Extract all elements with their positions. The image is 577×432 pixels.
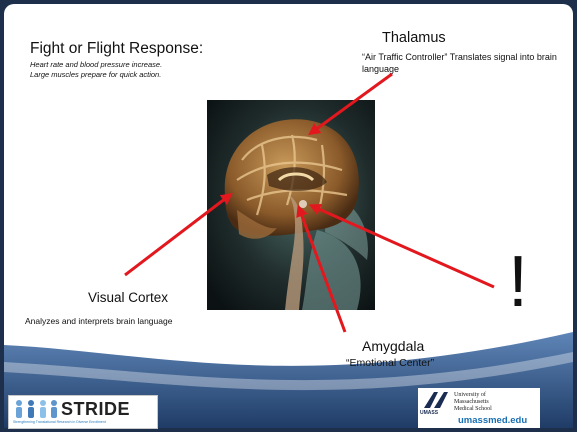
visual-cortex-label: Visual Cortex bbox=[88, 290, 168, 305]
stride-logo: STRIDE Strengthening Translational Resea… bbox=[8, 395, 158, 429]
stride-tagline: Strengthening Translational Research in … bbox=[13, 420, 106, 424]
thalamus-description: “Air Traffic Controller” Translates sign… bbox=[362, 51, 562, 75]
umass-line-2: Massachusetts bbox=[454, 399, 489, 405]
umass-emblem-icon bbox=[422, 390, 452, 410]
umass-logo: UMASS University of Massachusetts Medica… bbox=[418, 388, 540, 428]
umass-url: umassmed.edu bbox=[458, 415, 527, 426]
amygdala-description: “Emotional Center” bbox=[346, 357, 434, 369]
stride-figures-icon bbox=[11, 398, 59, 422]
thalamus-label: Thalamus bbox=[382, 30, 446, 46]
stride-name: STRIDE bbox=[61, 399, 130, 420]
umass-mark: UMASS bbox=[420, 410, 438, 416]
amygdala-label: Amygdala bbox=[362, 338, 424, 354]
exclamation-mark: ! bbox=[508, 246, 528, 318]
brain-mri-image bbox=[207, 100, 375, 310]
visual-cortex-description: Analyzes and interprets brain language bbox=[25, 316, 175, 327]
umass-line-1: University of bbox=[454, 392, 486, 399]
slide-subtitle: Heart rate and blood pressure increase. … bbox=[30, 60, 180, 80]
umass-line-3: Medical School bbox=[454, 406, 492, 412]
slide-title: Fight or Flight Response: bbox=[30, 40, 203, 58]
